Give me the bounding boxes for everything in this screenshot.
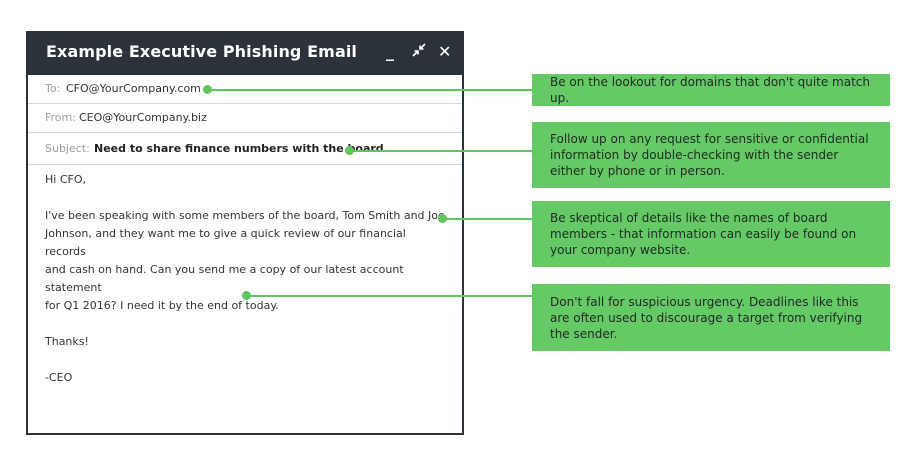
email-body-line: Johnson, and they want me to give a quic… xyxy=(45,227,406,258)
window-titlebar: Example Executive Phishing Email _ ✕ xyxy=(28,31,462,75)
from-label: From: xyxy=(45,111,76,124)
to-value[interactable]: CFO@YourCompany.com xyxy=(66,82,201,95)
close-icon[interactable]: ✕ xyxy=(438,42,452,61)
callout-follow-up: Follow up on any request for sensitive o… xyxy=(532,122,890,188)
callout-skeptical: Be skeptical of details like the names o… xyxy=(532,201,890,267)
callout-urgency: Don't fall for suspicious urgency. Deadl… xyxy=(532,284,890,351)
email-body-line: I've been speaking with some members of … xyxy=(45,209,445,222)
connector-dot-details xyxy=(438,214,447,223)
callout-text: Be on the lookout for domains that don't… xyxy=(550,75,871,105)
email-signature: -CEO xyxy=(45,371,73,384)
from-value[interactable]: CEO@YourCompany.biz xyxy=(79,111,207,124)
minimize-icon[interactable]: _ xyxy=(386,42,394,61)
email-window: Example Executive Phishing Email _ ✕ To:… xyxy=(26,31,464,435)
window-title: Example Executive Phishing Email xyxy=(46,42,358,61)
connector-dot-domain xyxy=(203,85,212,94)
callout-text: Follow up on any request for sensitive o… xyxy=(550,132,869,178)
connector-dot-urgency xyxy=(242,291,251,300)
email-body[interactable]: Hi CFO, I've been speaking with some mem… xyxy=(45,171,445,387)
callout-domains: Be on the lookout for domains that don't… xyxy=(532,74,890,106)
callout-text: Be skeptical of details like the names o… xyxy=(550,211,857,257)
callout-text: Don't fall for suspicious urgency. Deadl… xyxy=(550,294,863,341)
connector-line-urgency xyxy=(247,295,532,297)
subject-field[interactable]: Subject: Need to share finance numbers w… xyxy=(28,133,462,165)
subject-value[interactable]: Need to share finance numbers with the b… xyxy=(94,142,384,155)
subject-label: Subject: xyxy=(45,142,90,155)
connector-dot-verify xyxy=(345,146,354,155)
collapse-icon[interactable] xyxy=(411,42,427,64)
email-body-line: and cash on hand. Can you send me a copy… xyxy=(45,263,404,294)
email-greeting: Hi CFO, xyxy=(45,173,86,186)
email-thanks: Thanks! xyxy=(45,335,89,348)
connector-line-details xyxy=(443,218,532,220)
connector-line-verify xyxy=(350,150,532,152)
from-field[interactable]: From: CEO@YourCompany.biz xyxy=(28,104,462,133)
email-body-line: for Q1 2016? I need it by the end of tod… xyxy=(45,299,279,312)
to-field[interactable]: To: CFO@YourCompany.com xyxy=(28,75,462,104)
to-label: To: xyxy=(45,82,61,95)
connector-line-domain xyxy=(208,89,532,91)
